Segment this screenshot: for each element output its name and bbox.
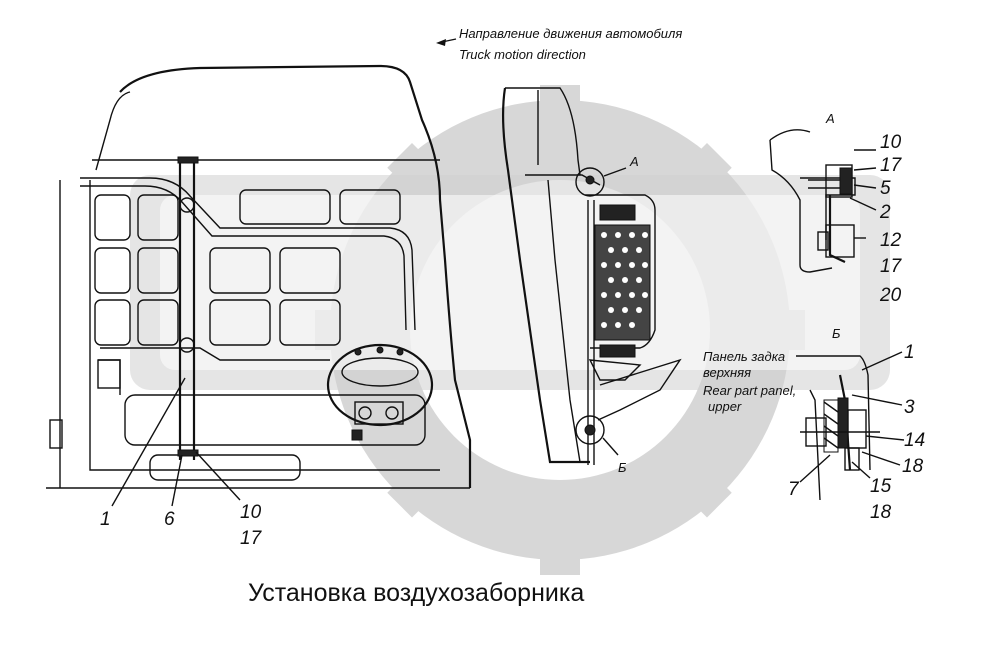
callout-a-10: 10: [880, 132, 902, 153]
callout-left-17: 17: [240, 528, 263, 549]
callout-b-1: 1: [904, 342, 915, 363]
callout-left-10: 10: [240, 502, 262, 523]
callout-left-1: 1: [100, 509, 111, 530]
direction-label-en: Truck motion direction: [459, 47, 586, 62]
panel-label-ru-1: Панель задка: [703, 349, 785, 364]
callout-b-7: 7: [788, 479, 800, 500]
direction-label-ru: Направление движения автомобиля: [459, 26, 682, 41]
callout-b-18b: 18: [870, 502, 892, 523]
detail-a: [769, 129, 877, 273]
callout-a-5: 5: [880, 178, 891, 199]
panel-label-ru-2: верхняя: [703, 365, 751, 380]
callout-a-20: 20: [879, 285, 902, 306]
detail-b-label: Б: [832, 326, 841, 341]
callout-a-17: 17: [880, 155, 903, 176]
callout-a-17b: 17: [880, 256, 903, 277]
callout-b-15: 15: [870, 476, 892, 497]
watermark-logo: [130, 85, 890, 575]
panel-label-en-1: Rear part panel,: [703, 383, 796, 398]
view-label-a: А: [629, 154, 639, 169]
callout-b-14: 14: [904, 430, 925, 451]
detail-b: [796, 351, 905, 501]
callout-b-3: 3: [904, 397, 915, 418]
callout-a-2: 2: [879, 202, 891, 223]
callout-a-12: 12: [880, 230, 902, 251]
diagram-title: Установка воздухозаборника: [248, 579, 584, 607]
callout-b-18: 18: [902, 456, 924, 477]
air-intake-side-view: [501, 87, 682, 465]
direction-arrow: [436, 38, 457, 46]
cab-view: [46, 64, 472, 507]
detail-a-label: А: [825, 111, 835, 126]
view-label-b: Б: [618, 460, 627, 475]
panel-label-en-2: upper: [708, 399, 742, 414]
callout-left-6: 6: [164, 509, 175, 530]
